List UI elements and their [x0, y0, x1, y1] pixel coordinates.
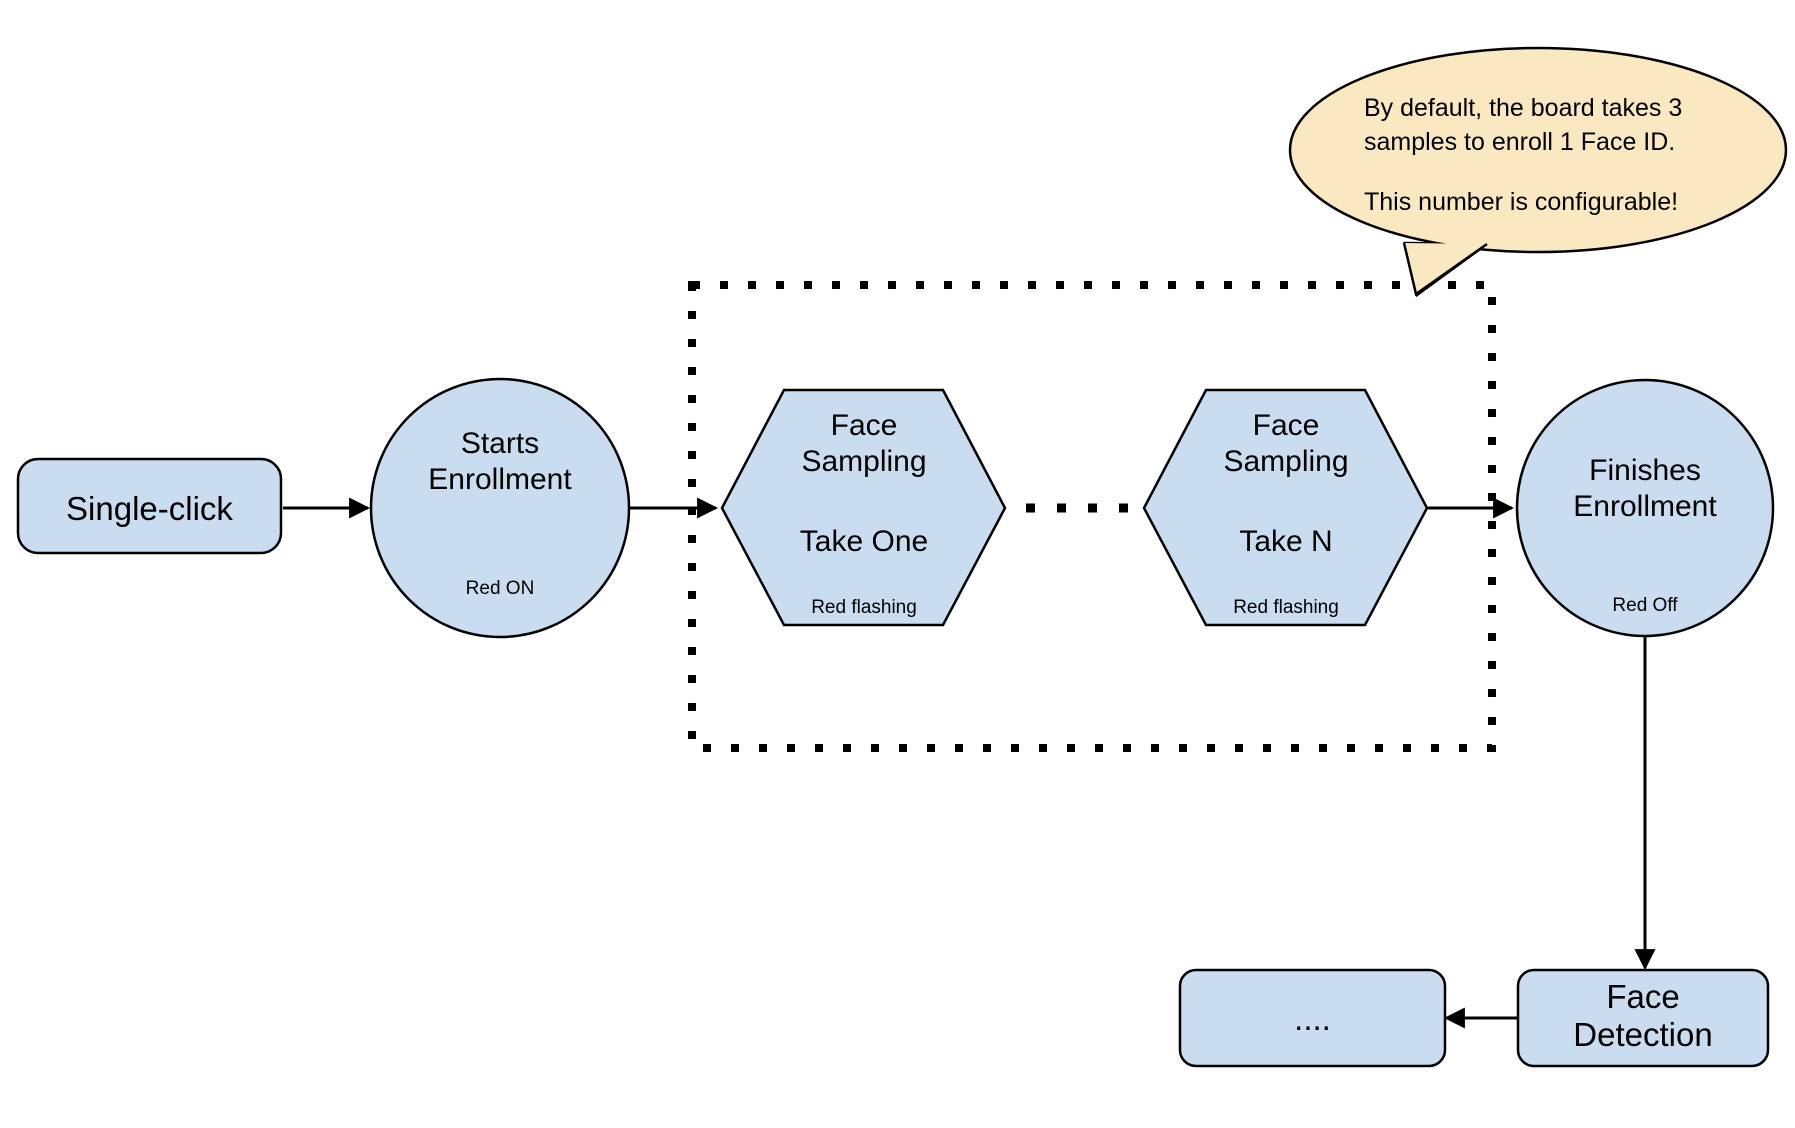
node-face-detection-shape[interactable] — [1516, 968, 1770, 1068]
sampling-group-box — [688, 281, 1496, 752]
callout-ellipse — [1288, 46, 1788, 254]
node-face-sampling-n-shape[interactable] — [1142, 388, 1429, 627]
node-more-steps-shape[interactable] — [1178, 968, 1447, 1068]
node-finishes-enrollment-shape[interactable] — [1515, 378, 1775, 638]
callout-balloon — [1288, 46, 1788, 298]
node-single-click-shape[interactable] — [16, 457, 283, 555]
node-starts-enrollment-shape[interactable] — [369, 377, 631, 639]
node-face-sampling-one-shape[interactable] — [720, 388, 1007, 627]
